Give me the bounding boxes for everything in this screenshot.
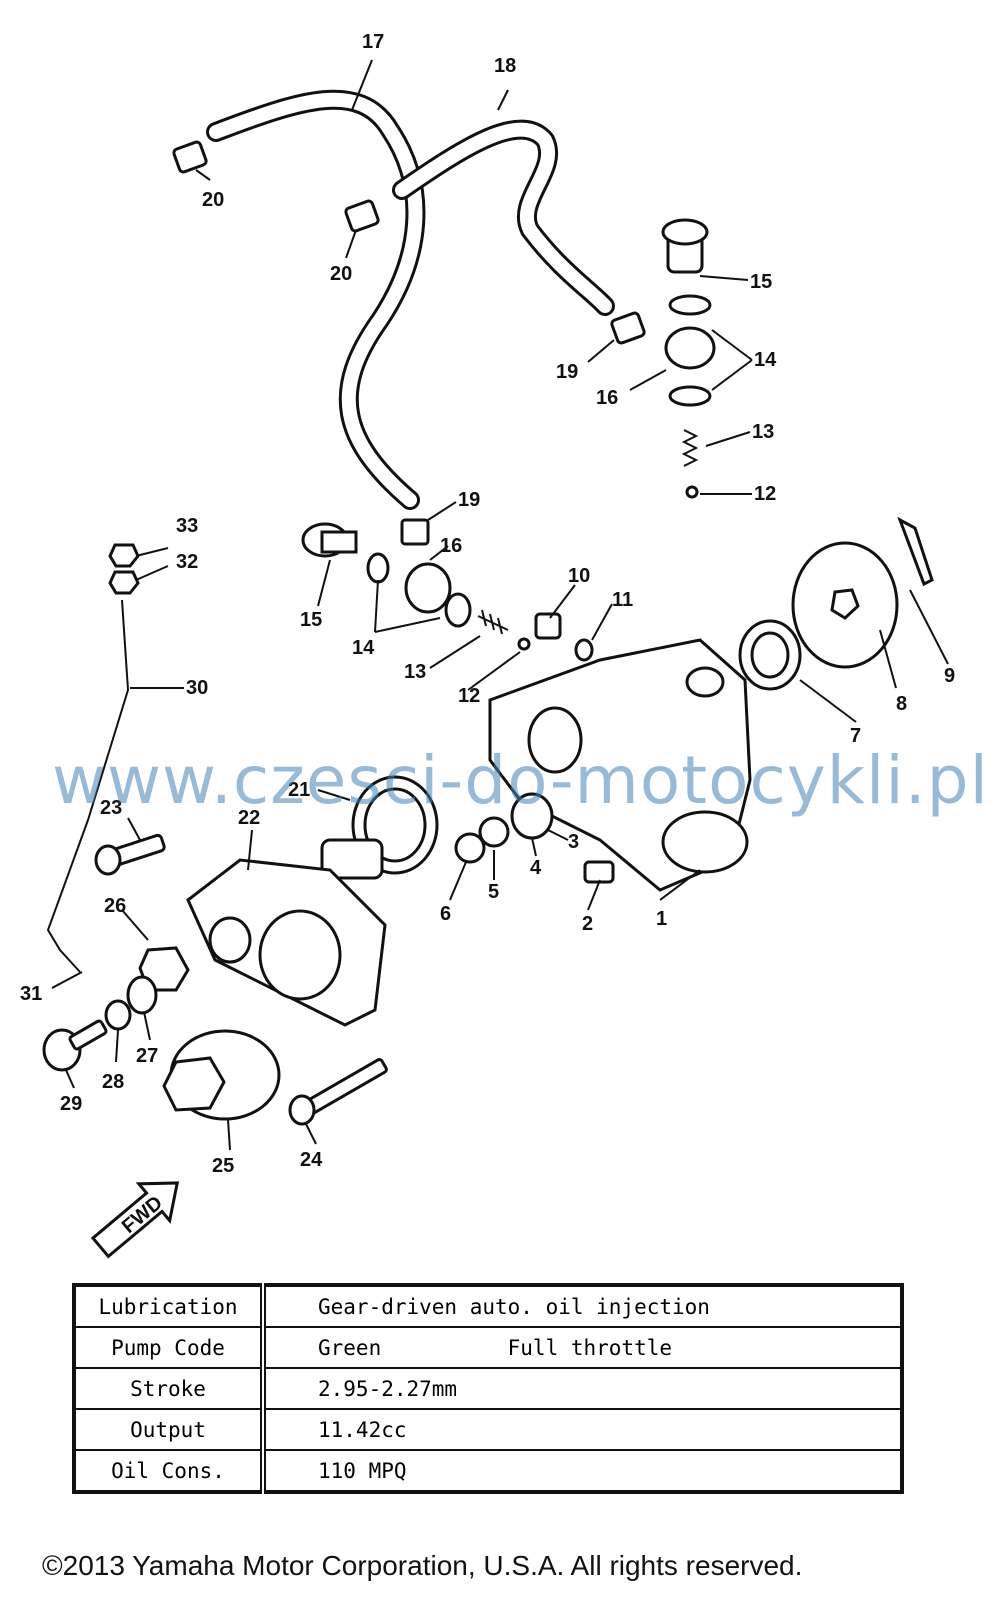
callout-5: 5 [488, 881, 499, 903]
banjo-assembly-upper [661, 218, 716, 499]
callout-27: 27 [136, 1045, 158, 1067]
pump-drive-gear [320, 775, 615, 884]
throttle-rod [46, 543, 140, 973]
callout-3: 3 [568, 831, 579, 853]
callout-1: 1 [656, 908, 667, 930]
callout-15-upper: 15 [750, 271, 772, 293]
spec-key: Output [74, 1408, 266, 1450]
callout-31: 31 [20, 983, 42, 1005]
callout-23: 23 [100, 797, 122, 819]
callout-11: 11 [612, 589, 633, 611]
cover-fasteners [42, 833, 388, 1126]
callout-15-lower: 15 [300, 609, 322, 631]
callout-14-upper: 14 [754, 349, 777, 371]
spec-key: Stroke [74, 1367, 266, 1409]
callout-6: 6 [440, 903, 451, 925]
callout-16-upper: 16 [596, 387, 618, 409]
table-row: Lubrication Gear-driven auto. oil inject… [74, 1284, 902, 1327]
oil-hoses [206, 89, 615, 510]
callout-labels: 1 2 3 4 5 6 7 8 9 10 11 12 12 13 13 14 1… [20, 31, 955, 1177]
callout-19-lower: 19 [458, 489, 480, 511]
callout-30: 30 [186, 677, 208, 699]
front-direction-arrow: FWD [90, 1181, 180, 1259]
spec-value: Gear-driven auto. oil injection [263, 1284, 902, 1327]
spec-value: 2.95-2.27mm [263, 1367, 902, 1409]
callout-13-upper: 13 [752, 421, 774, 443]
table-row: Oil Cons. 110 MPQ [74, 1449, 902, 1492]
callout-7: 7 [850, 725, 861, 747]
callout-19-upper: 19 [556, 361, 578, 383]
spec-key: Pump Code [74, 1326, 266, 1368]
spec-value: 110 MPQ [263, 1449, 902, 1492]
spec-value: Green Full throttle [263, 1326, 902, 1368]
pump-spec-table: Lubrication Gear-driven auto. oil inject… [72, 1283, 904, 1494]
callout-8: 8 [896, 693, 907, 715]
callout-4: 4 [530, 857, 542, 879]
callout-25: 25 [212, 1155, 234, 1177]
callout-2: 2 [582, 913, 593, 935]
callout-12-lower: 12 [458, 685, 480, 707]
spec-key: Lubrication [74, 1284, 266, 1327]
site-watermark: www.czesci-do-motocykli.pl [52, 742, 989, 819]
callout-22: 22 [238, 807, 260, 829]
hose-clips [172, 140, 646, 546]
callout-28: 28 [102, 1071, 124, 1093]
table-row: Pump Code Green Full throttle [74, 1326, 902, 1368]
callout-24: 24 [300, 1149, 323, 1171]
callout-14-lower: 14 [352, 637, 375, 659]
banjo-assembly-lower [301, 522, 594, 662]
callout-33: 33 [176, 515, 198, 537]
table-row: Output 11.42cc [74, 1408, 902, 1450]
callout-20-upper: 20 [202, 189, 224, 211]
callout-13-lower: 13 [404, 661, 426, 683]
callout-29: 29 [60, 1093, 82, 1115]
callout-20-lower: 20 [330, 263, 352, 285]
leader-lines [51, 59, 949, 1151]
callout-21: 21 [288, 779, 310, 801]
callout-18: 18 [494, 55, 516, 77]
callout-32: 32 [176, 551, 198, 573]
pump-cover [186, 858, 387, 1027]
exploded-parts-diagram: FWD 1 2 3 4 5 6 7 8 9 10 11 12 12 13 13 … [20, 31, 955, 1259]
callout-12-upper: 12 [754, 483, 776, 505]
callout-17: 17 [362, 31, 384, 53]
oil-pump-body [488, 516, 934, 892]
callout-10: 10 [568, 565, 590, 587]
spec-key: Oil Cons. [74, 1449, 266, 1492]
callout-9: 9 [944, 665, 955, 687]
callout-26: 26 [104, 895, 126, 917]
spec-value: 11.42cc [263, 1408, 902, 1450]
callout-16-lower: 16 [440, 535, 462, 557]
table-row: Stroke 2.95-2.27mm [74, 1367, 902, 1409]
copyright-notice: ©2013 Yamaha Motor Corporation, U.S.A. A… [42, 1550, 803, 1581]
